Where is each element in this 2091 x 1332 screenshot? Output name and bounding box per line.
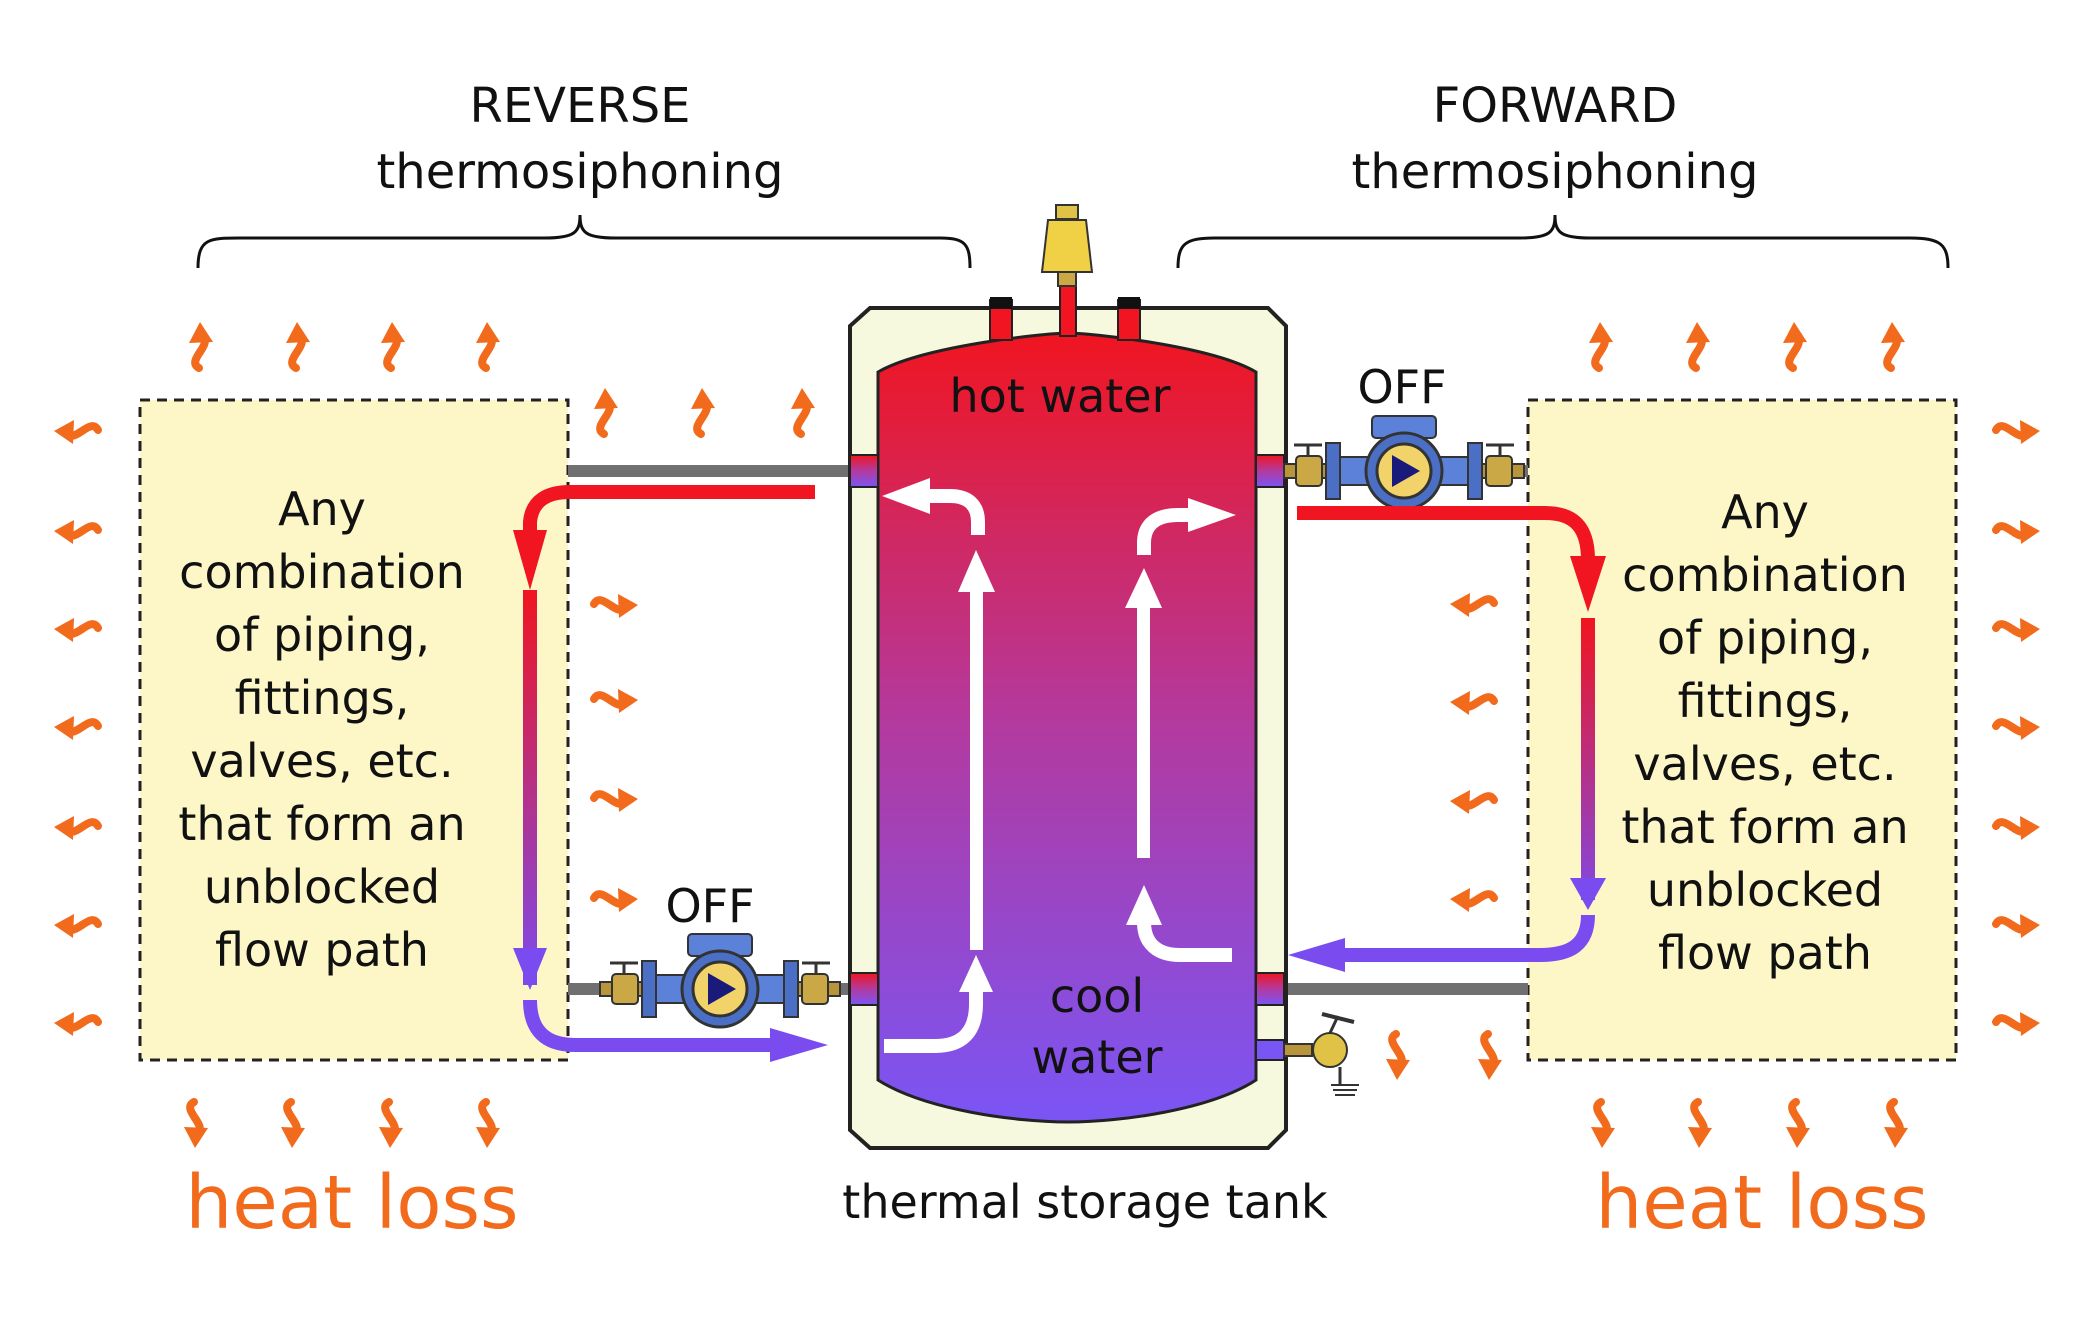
svg-text:Any: Any [1721,485,1809,539]
svg-text:water: water [1031,1030,1162,1084]
svg-text:flow path: flow path [1658,926,1872,980]
svg-text:unblocked: unblocked [204,860,440,914]
pump-left-state: OFF [665,879,754,933]
right-flow-loop [1288,506,1606,972]
svg-text:that form an: that form an [178,797,465,851]
reverse-label: REVERSE thermosiphoning [376,78,783,200]
left-flow-loop [513,485,828,1062]
svg-text:thermosiphoning: thermosiphoning [376,144,783,200]
reverse-brace [196,214,972,269]
left-piping-box [138,398,570,1062]
right-box-text: Any combination of piping, fittings, val… [1621,485,1908,980]
svg-text:FORWARD: FORWARD [1433,78,1678,134]
svg-text:valves, etc.: valves, etc. [1633,737,1896,791]
air-vent-icon [1040,204,1094,287]
pump-icon [1282,414,1526,511]
svg-text:of piping,: of piping, [214,608,430,662]
svg-text:thermosiphoning: thermosiphoning [1351,144,1758,200]
tank-flow-arrows [882,478,1236,1053]
svg-text:combination: combination [1622,548,1908,602]
svg-text:that form an: that form an [1621,800,1908,854]
svg-text:hot water: hot water [949,369,1170,423]
forward-brace [1176,214,1950,269]
thermal-storage-tank: hot water cool water [848,279,1288,1150]
svg-text:combination: combination [179,545,465,599]
drain-valve-icon [1283,1012,1359,1096]
right-piping-box [1526,398,1958,1062]
pump-right-state: OFF [1357,360,1446,414]
pump-icon [598,932,842,1029]
svg-text:flow path: flow path [215,923,429,977]
svg-text:valves, etc.: valves, etc. [190,734,453,788]
svg-text:fittings,: fittings, [1678,674,1853,728]
svg-text:fittings,: fittings, [235,671,410,725]
svg-text:of piping,: of piping, [1657,611,1873,665]
left-box-text: Any combination of piping, fittings, val… [178,482,465,977]
heat-loss-left-label: heat loss [185,1160,518,1246]
svg-text:Any: Any [278,482,366,536]
svg-text:unblocked: unblocked [1647,863,1883,917]
heat-loss-right-label: heat loss [1595,1160,1928,1246]
tank-caption: thermal storage tank [842,1175,1328,1229]
forward-label: FORWARD thermosiphoning [1351,78,1758,200]
svg-text:REVERSE: REVERSE [470,78,691,134]
svg-text:cool: cool [1050,969,1144,1023]
